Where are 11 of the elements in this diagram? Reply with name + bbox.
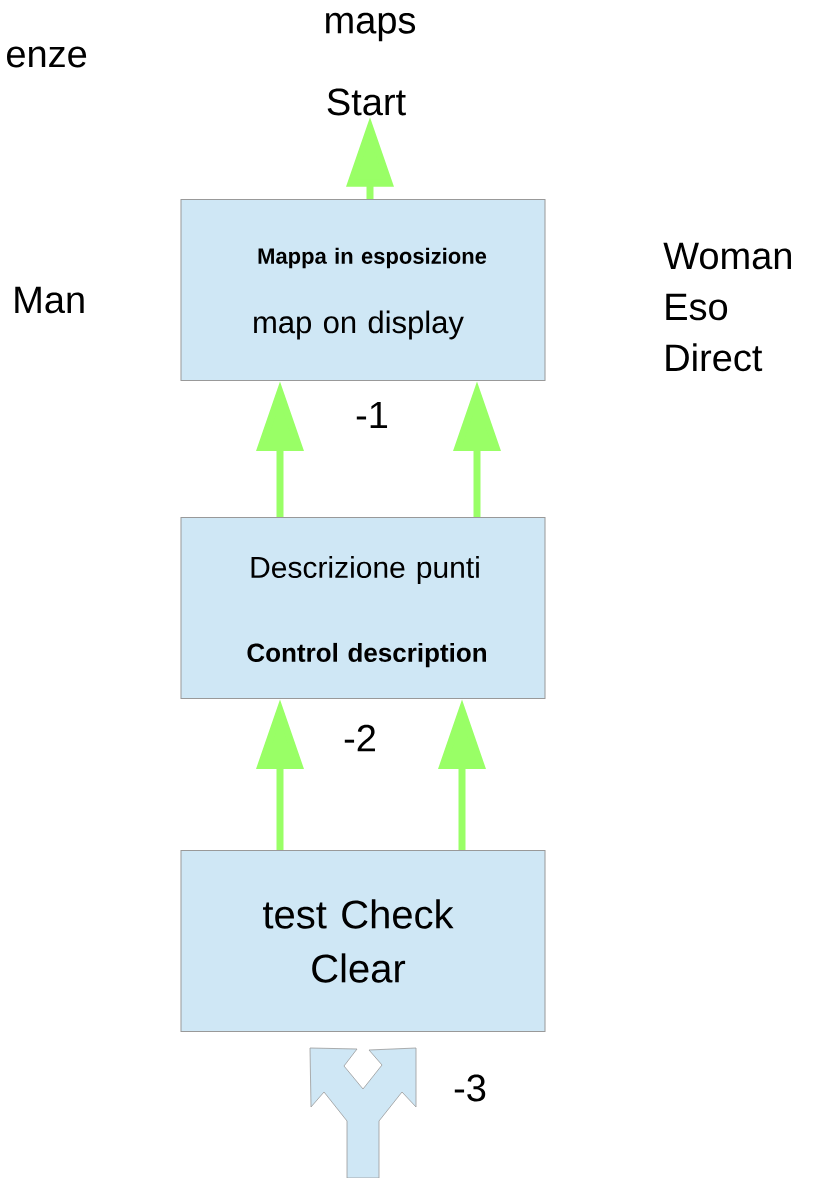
- text-label: -1: [356, 401, 388, 429]
- text-label: -2: [344, 724, 375, 752]
- text-label: enze: [7, 46, 87, 68]
- text-label: Woman Eso Direct: [663, 242, 791, 372]
- start-label: Start: [327, 88, 406, 116]
- process-box: Descrizione punti Control description: [180, 517, 546, 699]
- process-box: test Check Clear: [180, 850, 546, 1032]
- text-label: -3: [454, 1074, 486, 1102]
- process-box: Mappa in esposizione map on display: [180, 199, 546, 381]
- text-label: maps: [326, 12, 416, 42]
- text-label: Man: [15, 286, 84, 314]
